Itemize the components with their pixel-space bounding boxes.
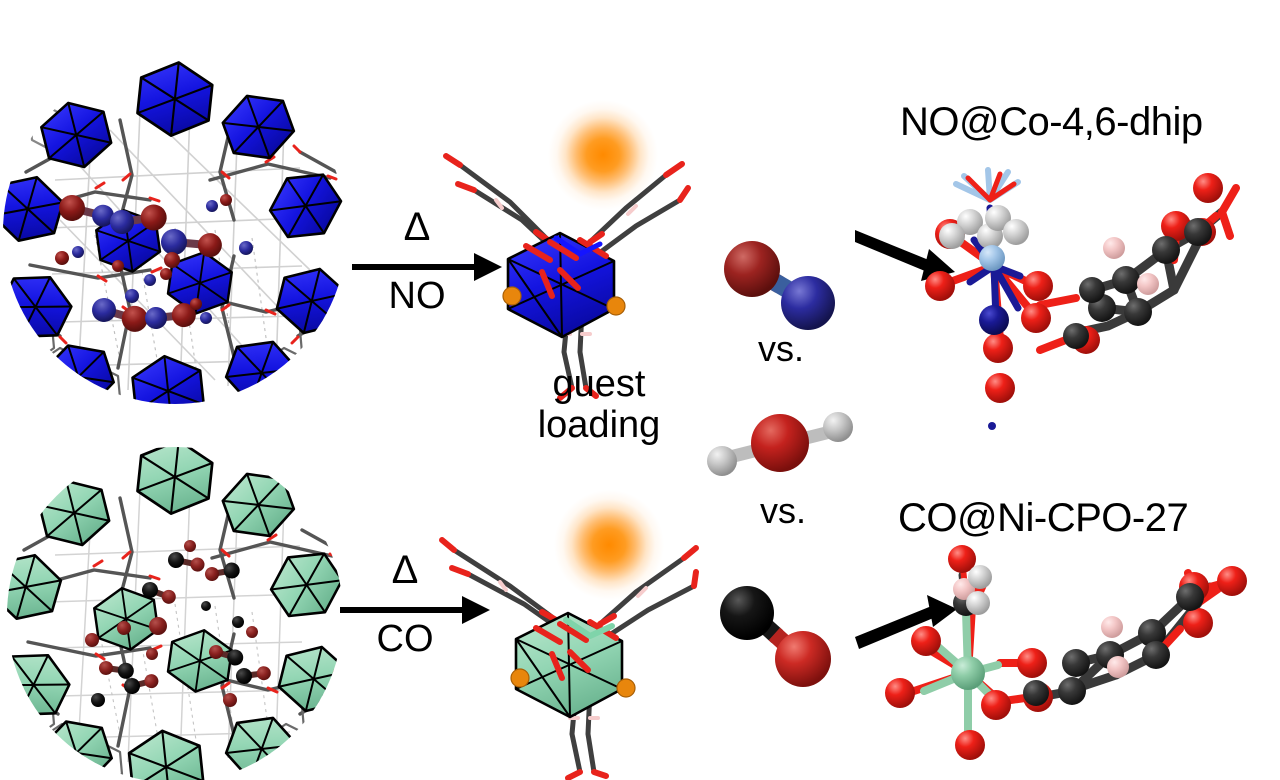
carbon-atom	[1176, 583, 1204, 611]
molecule-water-hydrogen-left	[707, 446, 737, 476]
oxygen-atom	[983, 333, 1013, 363]
molecule-co	[695, 575, 860, 700]
framework-structure-ni-co	[0, 447, 350, 780]
oxygen-atom	[948, 545, 976, 573]
carbon-atom	[1063, 323, 1089, 349]
oxygen-atom	[985, 373, 1015, 403]
oxygen-atom	[911, 626, 941, 656]
product-label-co-ni-cpo27: CO@Ni-CPO-27	[898, 496, 1189, 540]
molecule-co-carbon	[720, 586, 774, 640]
oxygen-atom	[1017, 648, 1047, 678]
cobalt-metal-atom	[979, 305, 1009, 335]
reaction-arrow-co-bottom-label: CO	[376, 618, 434, 660]
guest-loading-line2: loading	[537, 404, 661, 447]
reaction-arrow-no-shaft	[352, 264, 482, 270]
disordered-oxygen-atom	[939, 223, 965, 249]
carbon-atom	[1023, 680, 1049, 706]
molecule-water-oxygen	[751, 414, 809, 472]
carbon-atom	[1152, 236, 1180, 264]
disordered-oxygen-atom	[957, 209, 983, 235]
carbon-atom	[1138, 619, 1166, 647]
molecule-water	[690, 395, 870, 495]
hydrogen-atom	[1137, 273, 1159, 295]
oxygen-atom	[981, 690, 1011, 720]
hydrogen-atom	[953, 578, 975, 600]
reaction-arrow-co-shaft	[340, 607, 470, 613]
oxygen-atom	[1021, 303, 1051, 333]
disordered-oxygen-atom	[966, 591, 990, 615]
carbon-atom	[1079, 277, 1105, 303]
nickel-metal-atom	[951, 656, 985, 690]
reaction-arrow-co-top-label: Δ	[391, 548, 419, 592]
oxygen-atom	[1193, 173, 1223, 203]
oxygen-atom	[925, 271, 955, 301]
guest-loading-caption: guest loading	[494, 363, 704, 447]
reaction-arrow-co-head	[462, 596, 490, 624]
disordered-oxygen-atom	[1003, 219, 1029, 245]
carbon-atom	[1062, 649, 1090, 677]
open-metal-site-sphere	[502, 286, 522, 306]
disordered-oxygen-atom	[985, 205, 1011, 231]
hydrogen-atom	[1107, 656, 1129, 678]
framework-structure-co-no	[0, 60, 350, 410]
reaction-arrow-no: Δ NO	[352, 205, 502, 335]
adsorption-glow-top	[548, 100, 658, 210]
nitrogen-atom	[979, 245, 1005, 271]
vs-label-top: vs.	[758, 328, 805, 369]
carbon-atom	[1124, 298, 1152, 326]
oxygen-atom	[1023, 271, 1053, 301]
oxygen-atom	[885, 678, 915, 708]
oxygen-atom	[955, 730, 985, 760]
disordered-oxygen-atom	[968, 565, 992, 589]
reaction-arrow-no-top-label: Δ	[403, 205, 431, 249]
hydrogen-atom	[1103, 237, 1125, 259]
molecule-water-hydrogen-right	[823, 412, 853, 442]
oxygen-atom	[1217, 566, 1247, 596]
carbon-atom	[1058, 677, 1086, 705]
coordination-structure-no-co	[880, 160, 1280, 430]
carbon-atom	[1184, 218, 1212, 246]
reaction-arrow-no-head	[474, 253, 502, 281]
hydrogen-atom	[1101, 616, 1123, 638]
molecule-no-oxygen	[724, 241, 780, 297]
molecule-no	[700, 225, 860, 345]
open-metal-site-ni	[438, 500, 699, 780]
guest-loading-line1: guest	[552, 363, 646, 405]
product-arrow-bottom	[855, 595, 965, 655]
vs-label-bottom: vs.	[760, 490, 807, 531]
molecule-co-oxygen	[775, 631, 831, 687]
carbon-atom	[1142, 641, 1170, 669]
carbon-atom	[1112, 266, 1140, 294]
open-metal-site-co	[430, 120, 691, 401]
oxygen-atom	[1161, 211, 1191, 241]
product-label-no-co-dhip: NO@Co-4,6-dhip	[900, 100, 1203, 144]
coordination-structure-co-ni	[880, 545, 1280, 780]
oxygen-atom	[1183, 608, 1213, 638]
reaction-arrow-no-bottom-label: NO	[388, 275, 446, 317]
molecule-no-nitrogen	[781, 276, 835, 330]
adsorption-glow-bottom	[554, 490, 664, 600]
reaction-arrow-co: Δ CO	[340, 548, 490, 678]
